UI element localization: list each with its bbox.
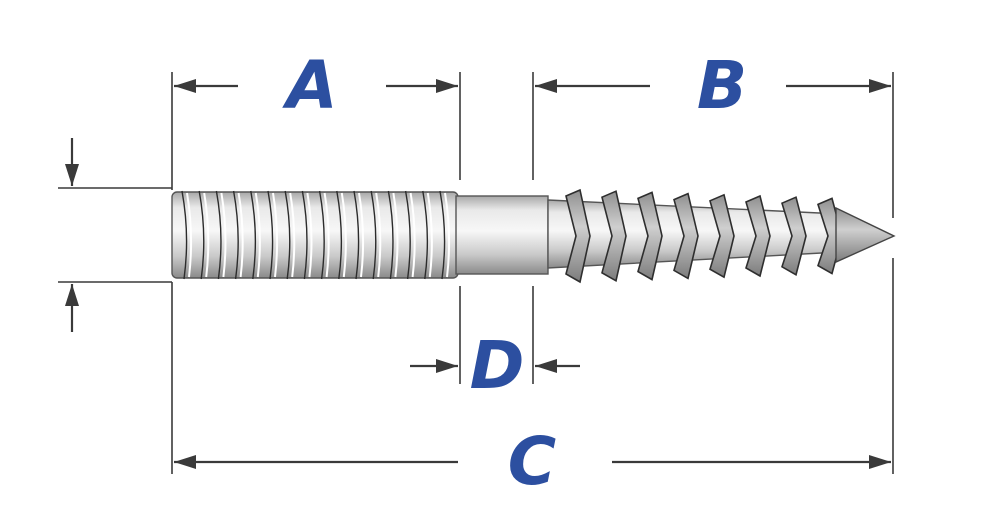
thread-crest bbox=[250, 190, 257, 280]
wood-thread-flights bbox=[565, 188, 843, 284]
wood-thread-flight bbox=[673, 192, 699, 280]
thread-crest bbox=[318, 190, 325, 280]
thread-crest bbox=[353, 190, 360, 280]
extension-lines bbox=[58, 72, 894, 474]
dimension-a: A bbox=[174, 47, 458, 124]
thread-crest bbox=[336, 190, 343, 280]
thread-crest bbox=[284, 190, 291, 280]
dimension-diameter bbox=[65, 138, 79, 332]
dimension-d-label: D bbox=[470, 327, 525, 404]
bolt-body bbox=[171, 188, 896, 284]
machine-thread-crests bbox=[181, 190, 451, 280]
thread-crest bbox=[387, 190, 394, 280]
dimension-a-label: A bbox=[281, 47, 337, 124]
thread-crest bbox=[181, 190, 188, 280]
shank-section bbox=[455, 195, 549, 275]
thread-crest bbox=[215, 190, 222, 280]
wood-thread-flight bbox=[565, 188, 591, 284]
thread-highlight bbox=[409, 192, 416, 278]
thread-crest bbox=[422, 190, 429, 280]
dimension-c: C bbox=[174, 423, 891, 500]
wood-thread-flight bbox=[601, 190, 627, 283]
thread-highlight bbox=[272, 192, 279, 278]
thread-crest bbox=[301, 190, 308, 280]
dimension-c-label: C bbox=[508, 423, 556, 500]
thread-highlight bbox=[444, 192, 451, 278]
dimension-d: D bbox=[410, 327, 580, 404]
thread-crest bbox=[267, 190, 274, 280]
wood-thread-flight bbox=[745, 194, 771, 278]
thread-highlight bbox=[392, 192, 399, 278]
thread-highlight bbox=[186, 192, 193, 278]
thread-crest bbox=[232, 190, 239, 280]
dimension-b: B bbox=[535, 47, 891, 124]
thread-highlight bbox=[203, 192, 210, 278]
thread-highlight bbox=[426, 192, 433, 278]
thread-highlight bbox=[323, 192, 330, 278]
thread-crest bbox=[404, 190, 411, 280]
thread-highlight bbox=[289, 192, 296, 278]
thread-highlight bbox=[237, 192, 244, 278]
thread-highlight bbox=[306, 192, 313, 278]
thread-highlight bbox=[358, 192, 365, 278]
dimension-b-label: B bbox=[697, 47, 747, 124]
thread-crest bbox=[198, 190, 205, 280]
wood-thread-flight bbox=[637, 191, 663, 281]
thread-highlight bbox=[340, 192, 347, 278]
wood-thread-flight bbox=[709, 193, 735, 279]
thread-highlight bbox=[220, 192, 227, 278]
thread-highlight bbox=[254, 192, 261, 278]
thread-crest bbox=[439, 190, 446, 280]
wood-thread-flight bbox=[781, 196, 807, 277]
thread-crest bbox=[370, 190, 377, 280]
thread-highlight bbox=[375, 192, 382, 278]
screw-tip bbox=[835, 206, 896, 264]
